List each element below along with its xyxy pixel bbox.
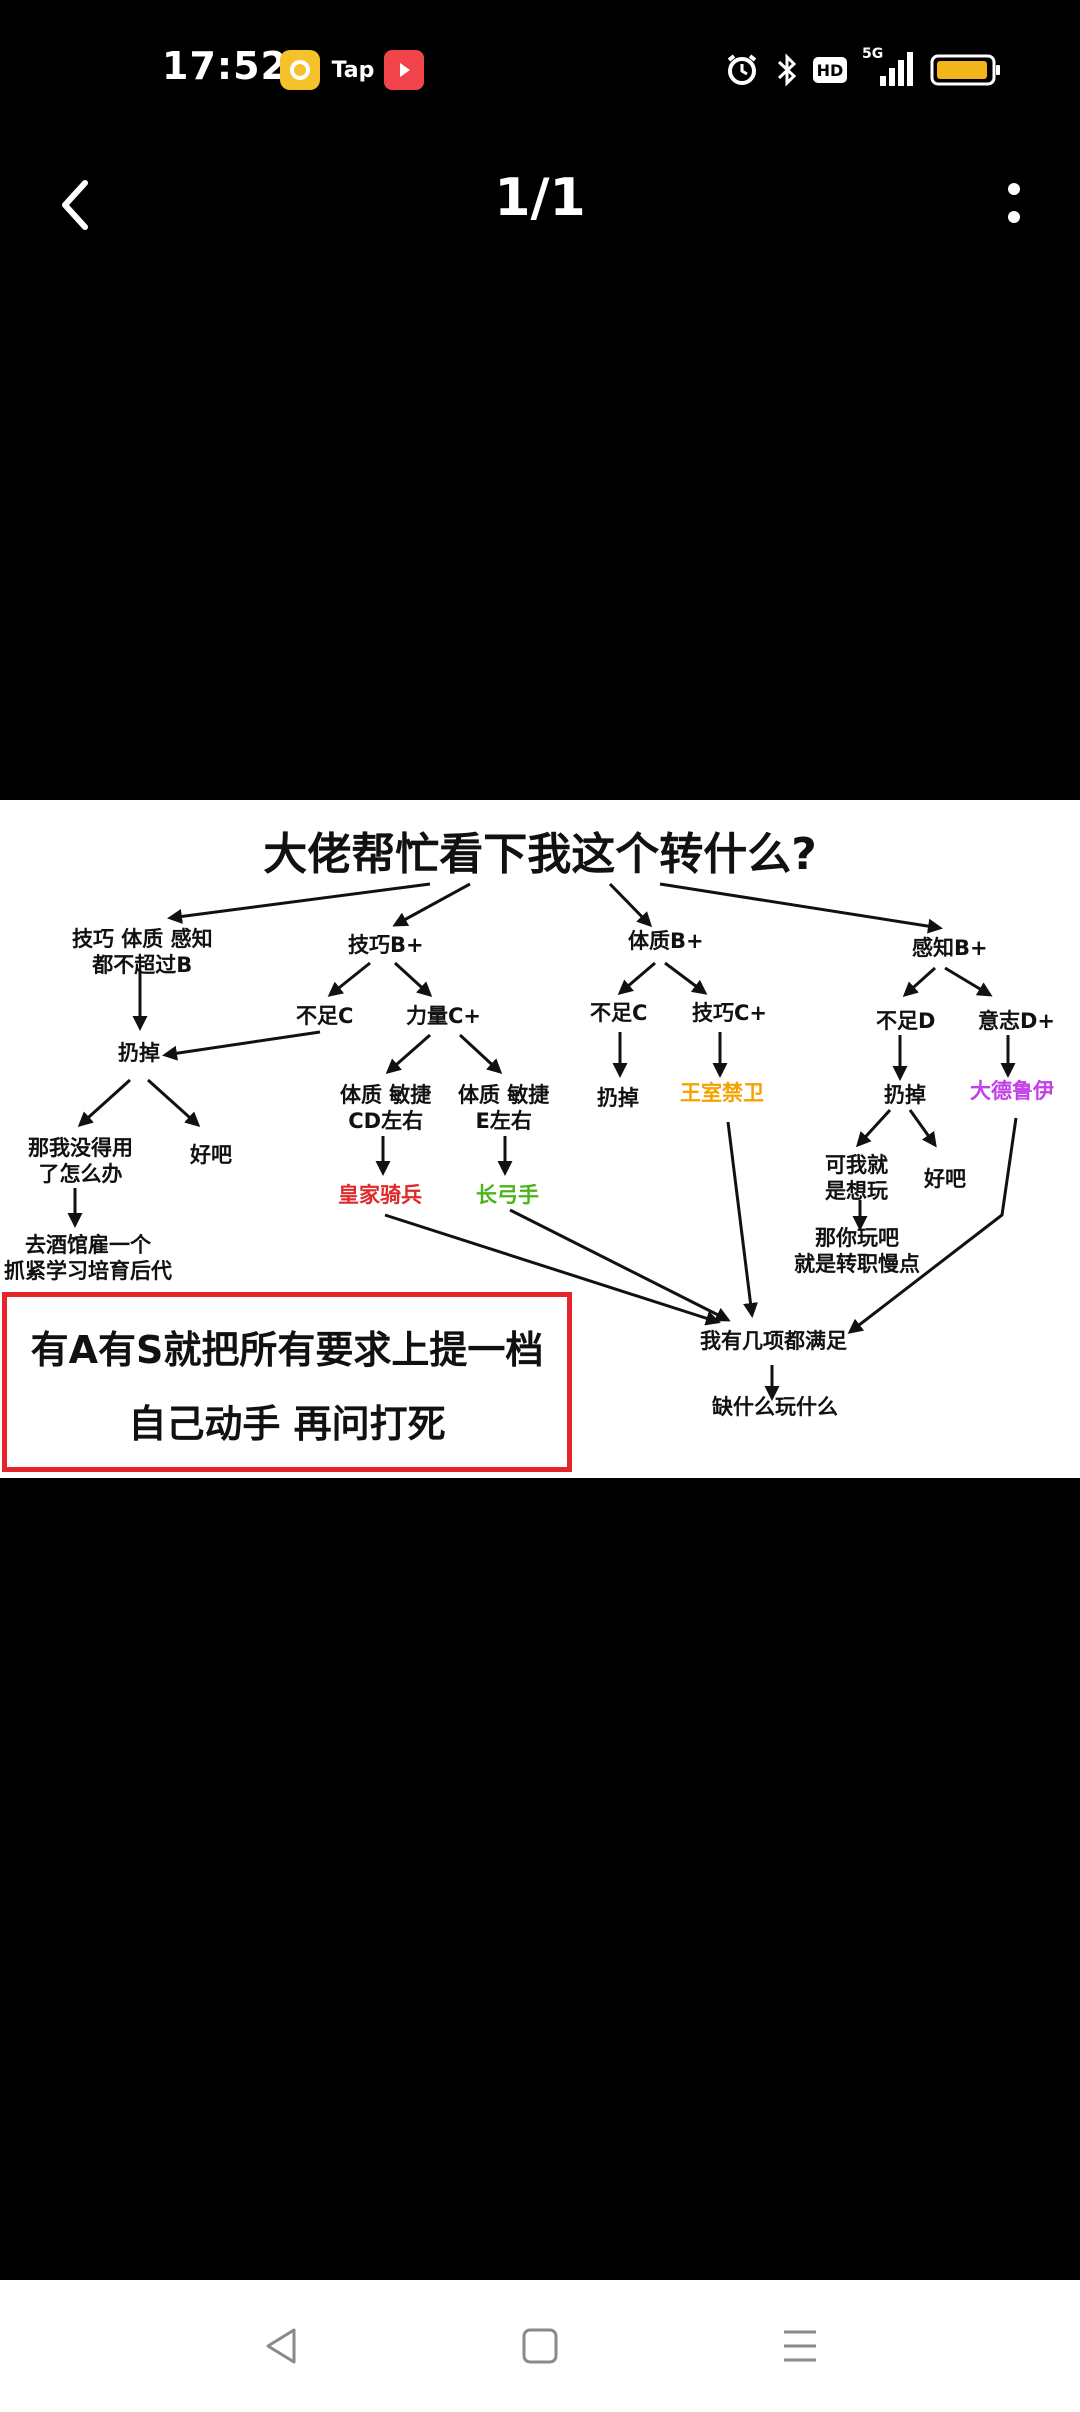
tap-app-icon: Tap <box>331 57 375 83</box>
signal-label: 5G <box>862 46 884 62</box>
node-n3: 体质B+ <box>628 929 704 953</box>
status-time: 17:52 <box>162 44 288 88</box>
node-n14: 扔掉 <box>884 1083 926 1107</box>
node-n8: 技巧C+ <box>692 1001 768 1025</box>
flowchart-title: 大佬帮忙看下我这个转什么? <box>263 829 817 880</box>
node-n17-line1: 体质 敏捷 <box>458 1083 550 1107</box>
node-n22-line1: 可我就 <box>825 1153 888 1177</box>
chevron-left-icon <box>62 180 88 230</box>
hd-label: HD <box>816 60 844 80</box>
node-n25-line2: 抓紧学习培育后代 <box>4 1259 172 1284</box>
menu-lines-icon <box>784 2330 816 2362</box>
node-n13: 王室禁卫 <box>680 1081 764 1105</box>
back-button[interactable] <box>40 170 110 240</box>
node-n16-line2: CD左右 <box>348 1109 424 1134</box>
node-n16: 体质 敏捷 CD左右 <box>340 1082 431 1135</box>
node-n15: 大德鲁伊 <box>970 1079 1054 1103</box>
more-button[interactable] <box>984 170 1044 240</box>
nav-home-button[interactable] <box>508 2314 572 2378</box>
triangle-back-icon <box>266 2328 296 2364</box>
nav-menu-button[interactable] <box>768 2314 832 2378</box>
node-n24: 那你玩吧 就是转职慢点 <box>794 1225 920 1278</box>
node-n25: 去酒馆雇一个 抓紧学习培育后代 <box>4 1232 172 1285</box>
node-n5: 不足C <box>296 1004 354 1028</box>
node-n23: 好吧 <box>924 1167 966 1191</box>
node-n16-line1: 体质 敏捷 <box>340 1083 432 1107</box>
node-n9: 不足D <box>876 1009 936 1033</box>
node-n19: 好吧 <box>190 1143 232 1167</box>
node-n6: 力量C+ <box>406 1004 482 1028</box>
node-n4: 感知B+ <box>912 936 988 960</box>
node-n18-line1: 那我没得用 <box>28 1136 133 1160</box>
top-nav: 1/1 <box>0 140 1080 260</box>
rule-box-line1: 有A有S就把所有要求上提一档 <box>30 1328 544 1372</box>
node-n1: 技巧 体质 感知 都不超过B <box>72 926 213 979</box>
node-n22-line2: 是想玩 <box>825 1179 888 1204</box>
node-n26: 我有几项都满足 <box>700 1329 847 1353</box>
node-n12: 扔掉 <box>597 1086 639 1110</box>
node-n10: 意志D+ <box>978 1009 1056 1033</box>
flowchart-image[interactable]: 大佬帮忙看下我这个转什么? 技巧 体质 感知 都不超过B 技巧B+ 体质B+ 感… <box>0 800 1080 1478</box>
status-bar: 17:52 Tap HD 5G <box>0 0 1080 140</box>
node-n24-line2: 就是转职慢点 <box>794 1252 920 1277</box>
flowchart-arrows <box>67 882 1018 1401</box>
node-n22: 可我就 是想玩 <box>825 1152 888 1205</box>
rule-box: 有A有S就把所有要求上提一档 自己动手 再问打死 <box>2 1292 572 1472</box>
node-n21: 长弓手 <box>476 1183 539 1207</box>
node-n27: 缺什么玩什么 <box>712 1395 838 1419</box>
node-n2: 技巧B+ <box>348 933 424 957</box>
nav-back-button[interactable] <box>250 2314 314 2378</box>
node-n11: 扔掉 <box>118 1041 160 1065</box>
node-n24-line1: 那你玩吧 <box>815 1226 899 1250</box>
bluetooth-icon <box>772 48 802 92</box>
node-n7: 不足C <box>590 1001 648 1025</box>
node-n18: 那我没得用 了怎么办 <box>28 1135 133 1188</box>
hd-icon: HD <box>810 48 850 92</box>
system-nav-bar <box>0 2280 1080 2412</box>
node-n1-line2: 都不超过B <box>92 953 193 978</box>
node-n20: 皇家骑兵 <box>338 1183 422 1207</box>
node-n17: 体质 敏捷 E左右 <box>458 1082 549 1135</box>
node-n1-line1: 技巧 体质 感知 <box>72 927 213 951</box>
alarm-icon <box>720 48 764 92</box>
app-notification-icon <box>280 50 320 90</box>
page-counter: 1/1 <box>494 168 586 228</box>
node-n18-line2: 了怎么办 <box>38 1162 123 1187</box>
signal-icon: 5G <box>858 46 914 92</box>
more-vertical-icon <box>1008 183 1020 223</box>
node-n17-line2: E左右 <box>475 1109 532 1134</box>
node-n25-line1: 去酒馆雇一个 <box>25 1233 151 1257</box>
video-app-icon <box>384 50 424 90</box>
square-home-icon <box>522 2328 558 2364</box>
battery-icon <box>930 48 1002 92</box>
rule-box-line2: 自己动手 再问打死 <box>128 1402 446 1446</box>
